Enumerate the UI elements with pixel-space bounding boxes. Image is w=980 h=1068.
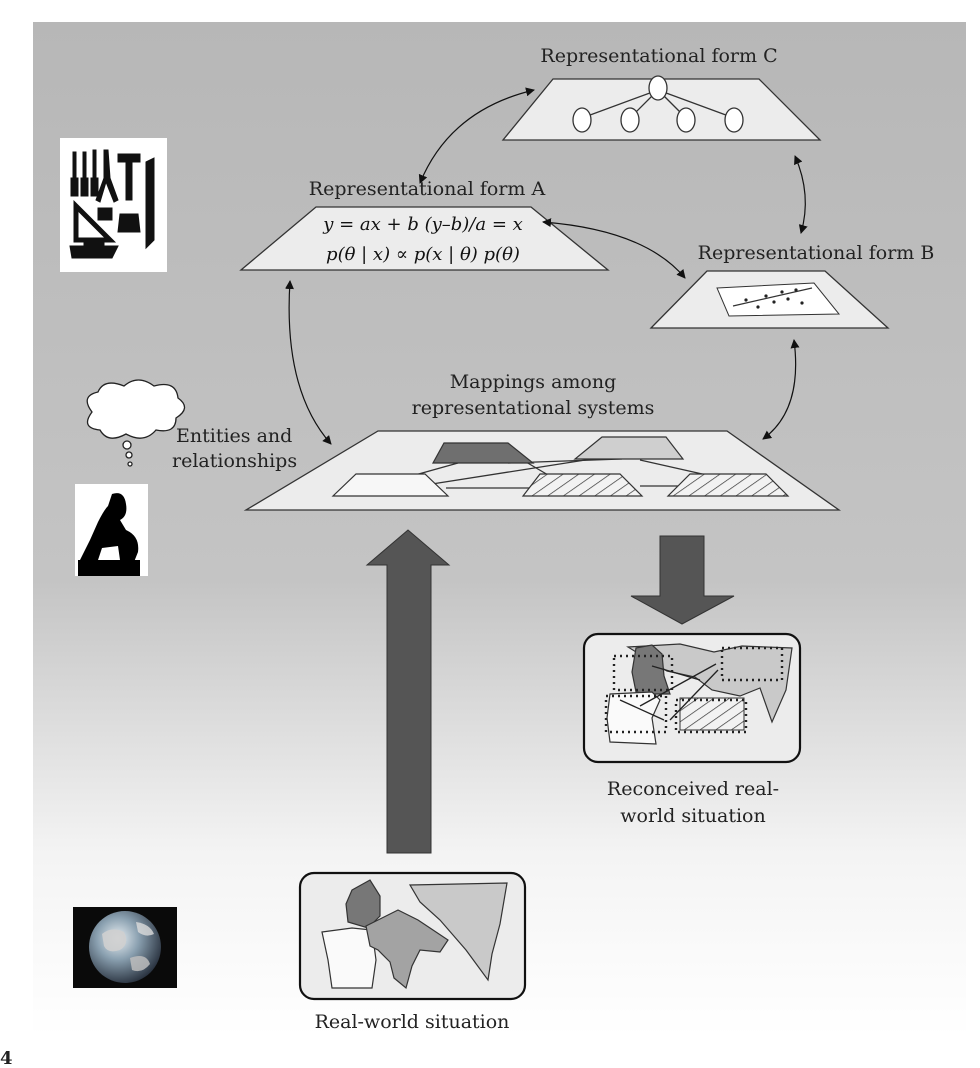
scatterplot-thumbnail bbox=[716, 282, 841, 317]
corner-mark: 4 bbox=[0, 1048, 13, 1068]
form-b-label: Representational form B bbox=[698, 242, 935, 264]
arrow-a-c bbox=[418, 87, 535, 184]
mappings-label-line-2: representational systems bbox=[412, 397, 655, 419]
real-world-situation-box bbox=[298, 871, 527, 1001]
form-connector-arrows bbox=[284, 87, 808, 445]
mappings-panel bbox=[243, 430, 842, 511]
reconceived-situation-box bbox=[582, 632, 802, 764]
arrow-a-mappings bbox=[284, 280, 332, 445]
thinker-silhouette-icon bbox=[75, 484, 148, 576]
form-a-label: Representational form A bbox=[309, 178, 546, 200]
thought-cloud-icon bbox=[86, 379, 186, 467]
mapped-shape-gray bbox=[573, 436, 685, 460]
tree-diagram bbox=[572, 75, 744, 133]
form-c-panel bbox=[501, 75, 822, 141]
entities-label-line-2: relationships bbox=[172, 450, 297, 472]
reconceived-label-line-2: world situation bbox=[620, 805, 765, 827]
reconceived-label-line-1: Reconceived real- bbox=[607, 778, 779, 800]
equation-line-2: p(θ | x) ∝ p(x | θ) p(θ) bbox=[326, 244, 520, 265]
equation-line-1: y = ax + b (y–b)/a = x bbox=[322, 214, 523, 235]
arrow-b-mappings bbox=[762, 339, 800, 440]
entities-label-line-1: Entities and bbox=[176, 425, 292, 447]
arrow-a-b bbox=[542, 218, 686, 279]
arrow-c-b bbox=[794, 155, 808, 234]
earth-globe-icon bbox=[73, 907, 177, 988]
big-arrow-down bbox=[630, 535, 735, 625]
big-arrow-up bbox=[365, 529, 451, 854]
mapped-shape-hatched-1 bbox=[521, 473, 644, 497]
mapped-shape-dark bbox=[431, 442, 535, 464]
form-c-label: Representational form C bbox=[540, 45, 777, 67]
mapped-shape-hatched-2 bbox=[666, 473, 790, 497]
real-world-label: Real-world situation bbox=[315, 1011, 510, 1033]
form-b-panel bbox=[649, 270, 890, 329]
diagram-background bbox=[33, 22, 966, 1037]
mapped-shape-white bbox=[331, 473, 450, 497]
mappings-label-line-1: Mappings among bbox=[450, 371, 617, 393]
tools-icon bbox=[60, 138, 167, 272]
